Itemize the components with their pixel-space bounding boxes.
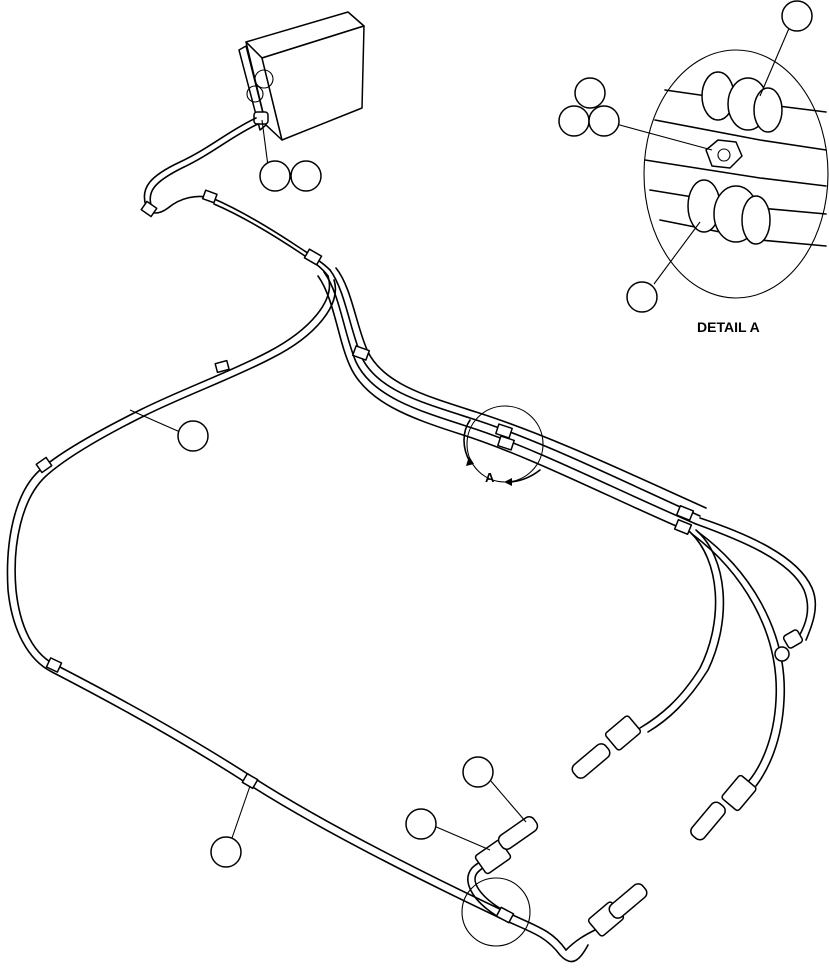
callout-bubble [259, 160, 291, 192]
callout-bubble [558, 105, 590, 137]
sensor-2 [690, 774, 757, 841]
branch-highlight-circle [461, 877, 531, 947]
callout-bubble [405, 808, 437, 840]
callout-bubble [177, 420, 209, 452]
callout-bubble [588, 105, 620, 137]
harness-clips [35, 189, 695, 924]
callouts [129, 119, 527, 868]
callout-bubble [290, 160, 322, 192]
sensor-4 [474, 816, 539, 875]
callout-bubble [462, 756, 494, 788]
control-box [238, 11, 365, 141]
callout-bubble [210, 836, 242, 868]
view-arrow-left [463, 419, 471, 463]
sensors [474, 629, 804, 937]
callout-bubble [781, 0, 813, 32]
callout-bubble [626, 281, 658, 313]
view-arrow-right [507, 469, 541, 483]
wire-harness [6, 117, 817, 963]
inline-connector [774, 629, 804, 662]
detail-a-inset: DETAIL A [558, 0, 829, 335]
callout-bubble [574, 77, 606, 109]
view-marker-label: A [485, 470, 495, 485]
detail-a-label: DETAIL A [697, 319, 760, 335]
sensor-1 [571, 715, 642, 779]
sensor-3 [587, 883, 648, 937]
